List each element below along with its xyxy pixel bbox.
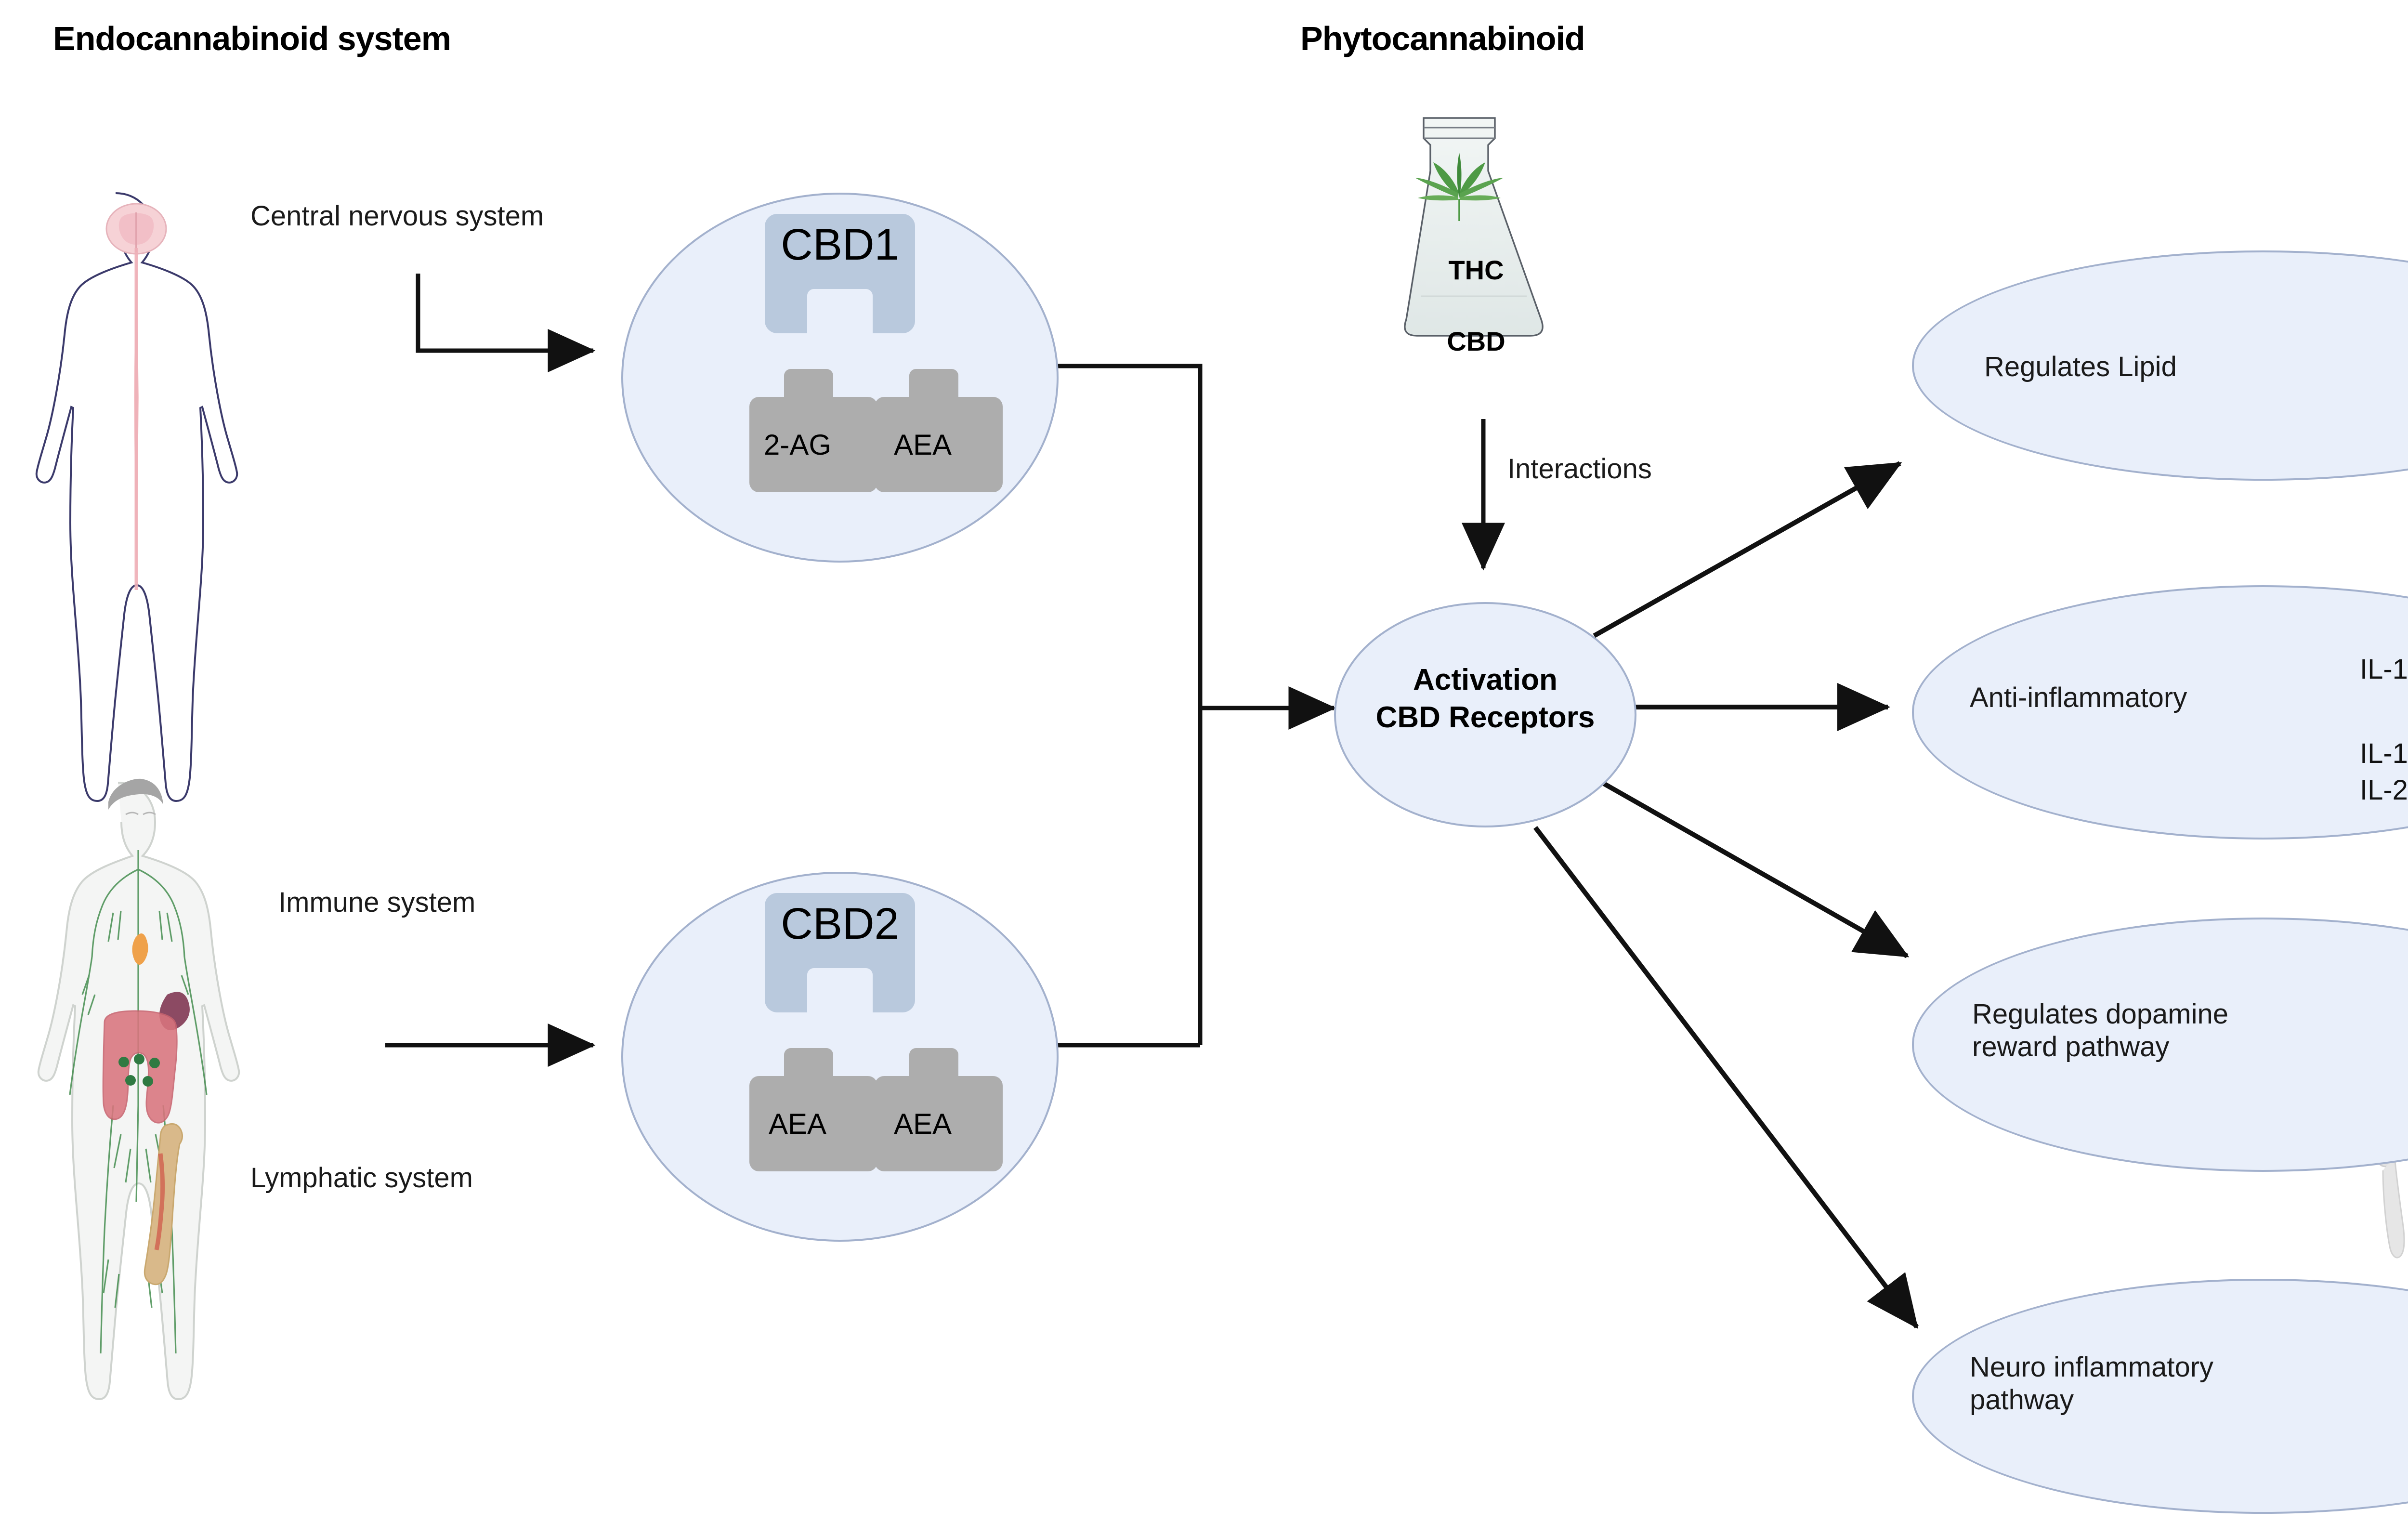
flask-label-thc: THC bbox=[1448, 255, 1504, 285]
cbd2-receptor-shape bbox=[765, 893, 915, 1012]
activation-label-line2: CBD Receptors bbox=[1375, 701, 1595, 734]
ligand-label-cbd2-2: AEA bbox=[893, 1108, 952, 1140]
arrow-to-dopamine-pathway bbox=[1597, 778, 1910, 958]
receptor-label-cbd2: CBD2 bbox=[781, 899, 899, 948]
cbd2-ligand-shape-2 bbox=[875, 1048, 1003, 1171]
cbd1-ligand-shape-1 bbox=[749, 369, 877, 492]
cytokine-label-il-23: IL-23 bbox=[2360, 774, 2408, 806]
ligand-label-cbd1-1: 2-AG bbox=[763, 429, 832, 461]
outcome-label-anti-inflammatory: Anti-inflammatory bbox=[1970, 682, 2187, 713]
arrow-to-regulates-lipid bbox=[1593, 461, 1902, 638]
receptor-node-cbd1[interactable]: CBD1 2-AG AEA bbox=[621, 193, 1059, 563]
section-title-phytocannabinoid: Phytocannabinoid bbox=[1300, 20, 1585, 57]
label-central-nervous-system: Central nervous system bbox=[250, 200, 544, 232]
erlenmeyer-flask-icon bbox=[1404, 117, 1544, 337]
cytokine-label-il-12: IL-12 bbox=[2360, 738, 2408, 769]
lymphatic-system-body bbox=[37, 778, 240, 1401]
cbd1-ligand-shape-2 bbox=[875, 369, 1003, 492]
outcome-label-regulates-lipid: Regulates Lipid bbox=[1984, 351, 2177, 382]
arrow-to-neuro-inflammatory bbox=[1533, 826, 1919, 1329]
cbd2-receptor-graphics bbox=[749, 893, 1003, 1171]
cbd1-receptor-graphics bbox=[749, 214, 1003, 492]
ligand-label-cbd2-1: AEA bbox=[768, 1108, 827, 1140]
outcome-label-neuro-inflammatory: Neuro inflammatory pathway bbox=[1970, 1351, 2214, 1416]
label-lymphatic-system: Lymphatic system bbox=[250, 1162, 473, 1194]
central-nervous-system-body bbox=[35, 192, 238, 802]
outcome-label-regulates-dopamine: Regulates dopamine reward pathway bbox=[1972, 998, 2229, 1063]
cbd2-ligand-shape-1 bbox=[749, 1048, 877, 1171]
cytokine-label-il-10: IL-10 bbox=[2360, 654, 2408, 685]
cbd1-receptor-shape bbox=[765, 214, 915, 333]
arrow-cns-to-cbd1 bbox=[416, 274, 596, 372]
flask-label-cbd: CBD bbox=[1447, 326, 1505, 356]
label-interactions: Interactions bbox=[1507, 453, 1652, 485]
receptor-node-cbd2[interactable]: CBD2 AEA AEA bbox=[621, 872, 1059, 1242]
activation-label-line1: Activation bbox=[1413, 663, 1557, 696]
section-title-endocannabinoid: Endocannabinoid system bbox=[53, 20, 451, 57]
connector-cbd1-to-junction bbox=[1056, 364, 1203, 1045]
receptor-label-cbd1: CBD1 bbox=[781, 220, 899, 269]
activation-node[interactable]: Activation CBD Receptors bbox=[1334, 602, 1636, 827]
ligand-label-cbd1-2: AEA bbox=[893, 429, 952, 461]
label-immune-system: Immune system bbox=[278, 887, 476, 918]
cannabis-leaf-icon bbox=[1415, 153, 1504, 221]
